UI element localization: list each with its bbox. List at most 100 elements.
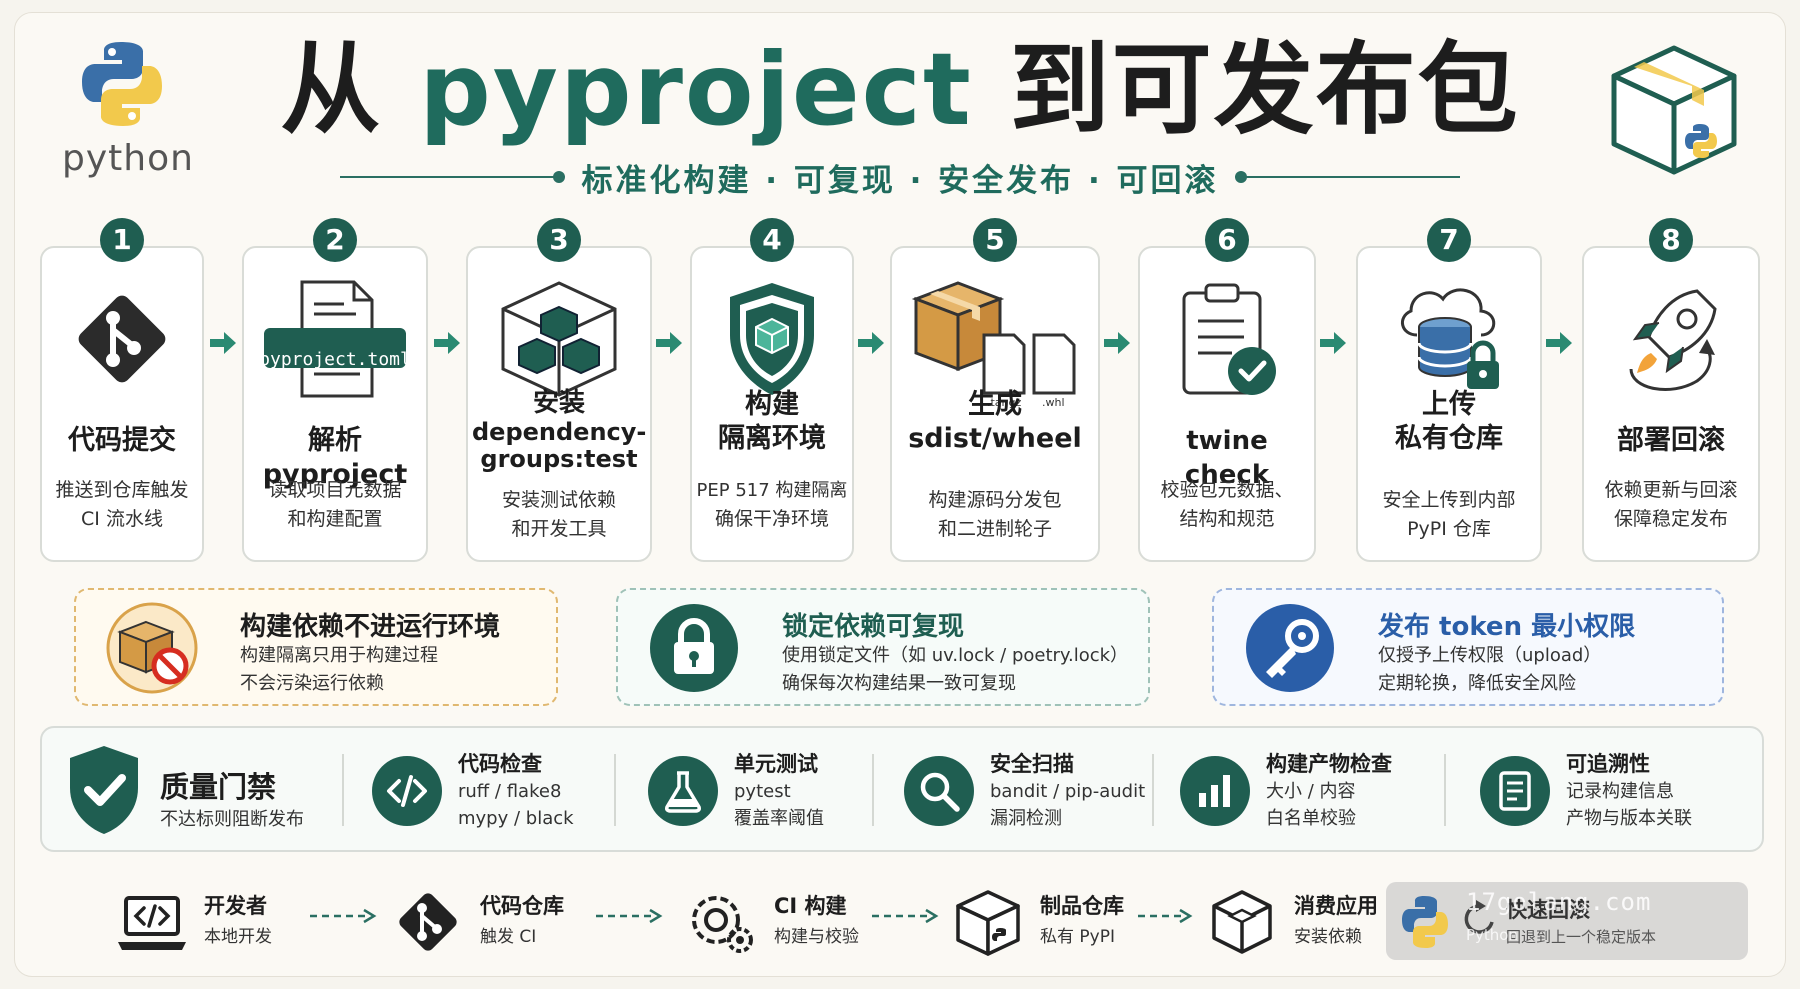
laptop-code-icon: [118, 896, 186, 950]
step-7-title-line1: 上传: [1422, 389, 1476, 420]
step-2-desc-line2: 和构建配置: [287, 508, 383, 530]
quality-separator: [342, 754, 344, 826]
quality-item-trace-title: 可追溯性: [1566, 752, 1650, 776]
lock-icon: [650, 604, 738, 692]
principle-token-desc-line1: 仅授予上传权限（upload）: [1378, 645, 1602, 666]
quality-gate: 质量门禁 不达标则阻断发布: [66, 742, 326, 838]
principle-lock-deps-desc-line1: 使用锁定文件（如 uv.lock / poetry.lock）: [782, 645, 1129, 666]
step-7-title-line2: 私有仓库: [1395, 423, 1503, 454]
flow-node-ci-title: CI 构建: [774, 894, 847, 918]
step-arrow-icon: [1546, 332, 1572, 354]
step-5-badge: 5: [973, 218, 1017, 262]
document-icon: [1480, 756, 1550, 826]
step-3-icon-area: [468, 274, 650, 404]
step-8-desc-line1: 依赖更新与回滚: [1604, 479, 1738, 501]
flow-node-repo-desc: 触发 CI: [480, 927, 537, 947]
step-4-title-line2: 隔离环境: [718, 423, 826, 454]
flow-node-repo-title: 代码仓库: [480, 894, 564, 918]
cube-outline-icon: [1212, 890, 1272, 954]
step-arrow-icon: [858, 332, 884, 354]
page-title: 从 pyproject 到可发布包: [230, 30, 1570, 150]
package-outline-icon: [956, 890, 1020, 956]
quality-item-test-title: 单元测试: [734, 752, 818, 776]
pyproject-file-label: pyproject.toml: [259, 349, 411, 370]
file-icon: [264, 280, 406, 398]
flow-node-consumer-title: 消费应用: [1294, 894, 1378, 918]
quality-item-lint-title: 代码检查: [458, 752, 542, 776]
step-6-desc-line1: 校验包元数据、: [1160, 479, 1294, 501]
step-3-desc-line2: 和开发工具: [511, 518, 607, 540]
python-watermark-logo-icon: [1402, 896, 1448, 948]
quality-separator: [872, 754, 874, 826]
quality-item-trace-desc-line1: 记录构建信息: [1566, 781, 1674, 802]
principle-token-title: 发布 token 最小权限: [1378, 612, 1636, 642]
flow-node-rollback-title: 快速回滚: [1506, 898, 1590, 922]
step-5-card: 5 .tar.gz .whl 生成 sdist/wheel 构建源码分发包 和二…: [890, 218, 1100, 562]
cubes-icon: [501, 281, 617, 397]
flask-icon: [648, 756, 718, 826]
step-4-desc-line1: PEP 517 构建隔离: [696, 480, 848, 501]
principle-lock-deps-box: 锁定依赖可复现 使用锁定文件（如 uv.lock / poetry.lock） …: [616, 588, 1150, 706]
step-7-desc-line2: PyPI 仓库: [1407, 518, 1491, 540]
key-icon: [1246, 604, 1334, 692]
step-4-badge: 4: [750, 218, 794, 262]
step-3-title-line2: dependency-: [472, 418, 647, 446]
quality-gate-strip: 质量门禁 不达标则阻断发布 代码检查 ruff / flake8 mypy / …: [40, 726, 1764, 852]
quality-separator: [1444, 754, 1446, 826]
whl-label: .whl: [1042, 396, 1065, 409]
step-6-icon-area: [1140, 274, 1314, 404]
step-7-badge: 7: [1427, 218, 1471, 262]
step-5-desc-line1: 构建源码分发包: [928, 489, 1062, 511]
watermark-text: 17golang.com: [1466, 888, 1652, 916]
step-1-icon-area: [42, 274, 202, 404]
step-7-card: 7 上传 私有仓库 安全上传到内部 PyPI 仓库: [1356, 218, 1542, 562]
step-7-icon-area: [1358, 274, 1540, 404]
quality-item-security-title: 安全扫描: [990, 752, 1074, 776]
principle-build-deps-box: 构建依赖不进运行环境 构建隔离只用于构建过程 不会污染运行依赖: [74, 588, 558, 706]
cloud-database-icon: [1401, 288, 1499, 389]
title-suffix: 到可发布包: [1009, 31, 1520, 148]
flow-node-artifact-repo-desc: 私有 PyPI: [1040, 927, 1115, 947]
step-5-title-line2: sdist/wheel: [908, 423, 1082, 454]
rocket-icon: [1629, 289, 1717, 391]
quality-item-lint: 代码检查 ruff / flake8 mypy / black: [372, 742, 592, 838]
quality-item-test: 单元测试 pytest 覆盖率阈值: [648, 742, 858, 838]
flow-node-artifact-repo: 制品仓库 私有 PyPI: [952, 880, 1132, 960]
quality-gate-title: 质量门禁: [160, 770, 277, 804]
no-package-icon: [106, 602, 198, 694]
principle-build-deps-desc-line2: 不会污染运行依赖: [240, 673, 384, 694]
flow-node-developer-desc: 本地开发: [204, 927, 272, 947]
step-6-title: twine check: [1184, 426, 1270, 490]
quality-item-trace-desc-line2: 产物与版本关联: [1566, 808, 1692, 829]
title-mid: pyproject: [419, 31, 973, 148]
python-package-box-icon: [1611, 45, 1737, 175]
step-arrow-icon: [210, 332, 236, 354]
code-icon: [372, 756, 442, 826]
step-4-title-line1: 构建: [745, 389, 799, 420]
step-2-card: 2 pyproject.toml 解析 pyproject 读取项目元数据 和构…: [242, 218, 428, 562]
python-logo: python: [62, 36, 193, 186]
quality-item-lint-desc-line2: mypy / black: [458, 808, 574, 829]
subtitle-line-left: [340, 171, 566, 183]
step-8-badge: 8: [1649, 218, 1693, 262]
step-3-title-line3: groups:test: [480, 445, 638, 473]
principle-build-deps-desc-line1: 构建隔离只用于构建过程: [240, 645, 438, 666]
flow-node-ci-desc: 构建与校验: [774, 927, 859, 947]
flow-node-repo: 代码仓库 触发 CI: [392, 880, 582, 960]
flow-node-rollback-desc: 回退到上一个稳定版本: [1506, 928, 1657, 946]
quality-item-test-desc-line2: 覆盖率阈值: [734, 808, 824, 829]
step-arrow-icon: [1320, 332, 1346, 354]
quality-gate-desc: 不达标则阻断发布: [160, 809, 304, 830]
flow-dashed-arrow-icon: [872, 908, 939, 924]
quality-item-artifact: 构建产物检查 大小 / 内容 白名单校验: [1180, 742, 1420, 838]
step-4-card: 4 构建 隔离环境 PEP 517 构建隔离 确保干净环境: [690, 218, 854, 562]
git-icon: [399, 893, 457, 951]
subtitle: 标准化构建 · 可复现 · 安全发布 · 可回滚: [581, 162, 1219, 199]
step-1-desc-line1: 推送到仓库触发: [55, 479, 189, 501]
quality-separator: [1152, 754, 1154, 826]
step-arrow-icon: [656, 332, 682, 354]
step-6-badge: 6: [1205, 218, 1249, 262]
flow-node-developer-title: 开发者: [204, 894, 267, 918]
step-arrow-icon: [1104, 332, 1130, 354]
step-2-title: 解析 pyproject: [262, 425, 408, 490]
